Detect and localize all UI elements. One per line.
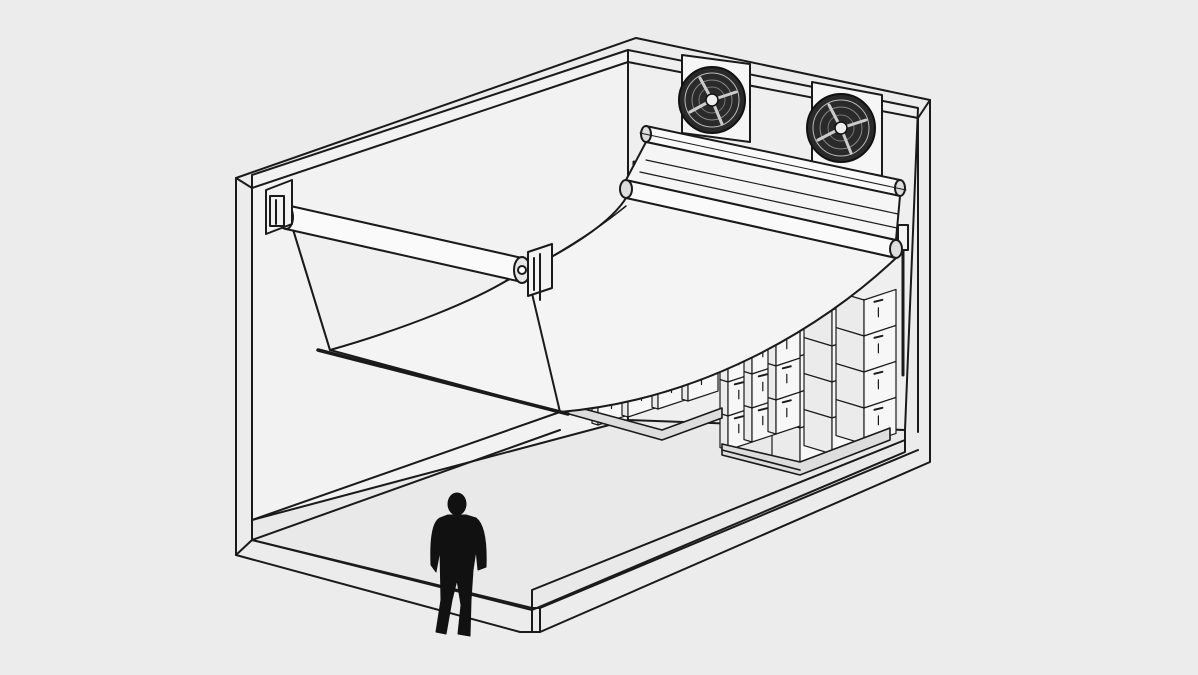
floor-front-edge-inner [251,449,919,609]
floor-corner-left [235,539,253,556]
wall-bracket-right [527,243,553,301]
person-body [430,514,487,637]
pallet-right [721,427,891,476]
curtain-band [625,141,901,241]
fan-unit-left [678,54,751,143]
bottom-bar [316,348,570,416]
hanger-rod-right [529,284,561,413]
roller-icon [619,179,633,199]
wall-corner-top [235,177,253,189]
box-icon [767,391,801,435]
rear-roller-assembly [619,125,909,377]
box-icon [835,324,897,373]
person-figure [430,492,487,637]
wall-corner-right [917,99,931,119]
wall-bracket-left [265,179,293,235]
base-skirting-left-2 [251,429,561,541]
fan-unit-right [806,81,883,177]
floor-ledge [531,439,906,609]
front-roller-assembly [265,179,570,416]
person-head [447,492,467,516]
rail-bracket [897,224,909,251]
wall-shell-top [235,37,931,179]
base-skirting-left [251,411,561,521]
box-icon [835,360,897,409]
